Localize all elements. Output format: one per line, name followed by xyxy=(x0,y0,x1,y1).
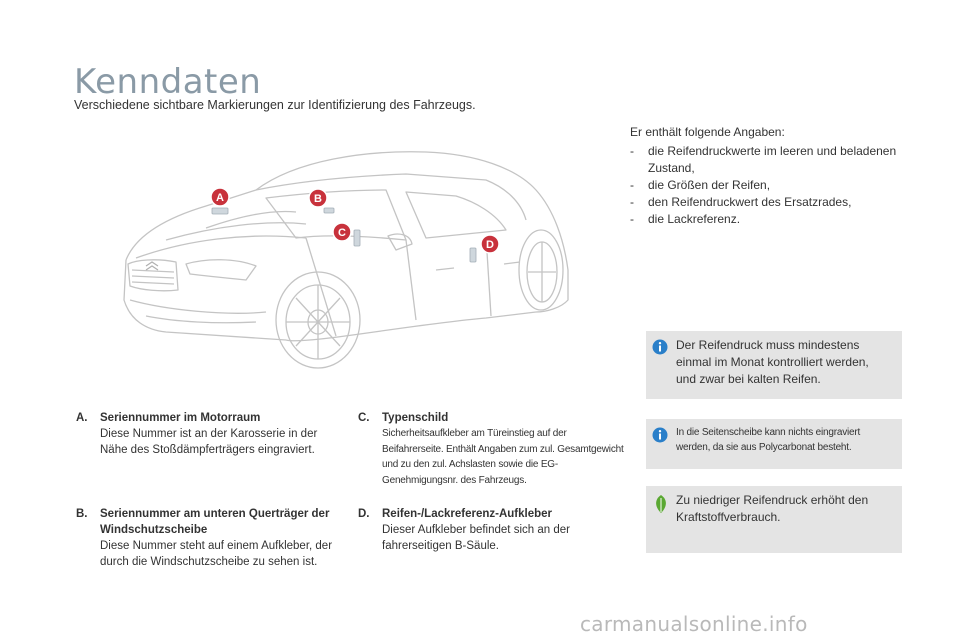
watermark: carmanualsonline.info xyxy=(580,612,808,636)
item-title: Seriennummer am unteren Querträger der W… xyxy=(100,508,330,536)
item-text: Sicherheitsaufkleber am Türeinstieg auf … xyxy=(382,428,624,486)
marker-badge-b: B xyxy=(308,188,328,208)
item-a: A. Seriennummer im Motorraum Diese Numme… xyxy=(76,410,346,458)
item-c: C. Typenschild Sicherheitsaufkleber am T… xyxy=(358,410,628,488)
note-tire-pressure: Der Reifendruck muss mindestens einmal i… xyxy=(646,331,902,399)
svg-text:D: D xyxy=(486,239,494,251)
svg-text:B: B xyxy=(314,193,322,205)
note-text: In die Seitenscheibe kann nichts eingrav… xyxy=(676,427,861,453)
item-text: Diese Nummer ist an der Karosserie in de… xyxy=(100,428,318,456)
marker-badge-a: A xyxy=(210,187,230,207)
marker-b-plate xyxy=(323,207,335,214)
item-letter: D. xyxy=(358,508,370,520)
marker-d-plate xyxy=(469,247,477,263)
eco-leaf-icon xyxy=(656,495,666,513)
item-b: B. Seriennummer am unteren Querträger de… xyxy=(76,506,346,570)
marker-a-plate xyxy=(211,207,229,215)
marker-badge-c: C xyxy=(332,222,352,242)
note-text: Der Reifendruck muss mindestens einmal i… xyxy=(676,338,869,386)
list-item: die Lackreferenz. xyxy=(630,211,900,228)
list-item: den Reifendruckwert des Ersatzrades, xyxy=(630,194,900,211)
item-letter: B. xyxy=(76,508,88,520)
note-text: Zu niedriger Reifendruck erhöht den Kraf… xyxy=(676,493,869,524)
item-title: Reifen-/Lackreferenz-Aufkleber xyxy=(382,508,552,520)
item-text: Diese Nummer steht auf einem Aufkleber, … xyxy=(100,540,333,568)
info-icon xyxy=(652,339,668,355)
car-illustration: A B C D xyxy=(123,151,569,369)
page-subtitle: Verschiedene sichtbare Markierungen zur … xyxy=(74,98,476,112)
item-letter: C. xyxy=(358,412,370,424)
info-icon xyxy=(652,427,668,443)
svg-text:C: C xyxy=(338,227,346,239)
list-item: die Reifendruckwerte im leeren und belad… xyxy=(630,143,900,177)
note-side-window: In die Seitenscheibe kann nichts eingrav… xyxy=(646,419,902,469)
marker-c-plate xyxy=(353,229,361,247)
list-item: die Größen der Reifen, xyxy=(630,177,900,194)
item-title: Seriennummer im Motorraum xyxy=(100,412,261,424)
item-text: Dieser Aufkleber befindet sich an der fa… xyxy=(382,524,570,552)
item-title: Typenschild xyxy=(382,412,449,424)
note-fuel-consumption: Zu niedriger Reifendruck erhöht den Kraf… xyxy=(646,486,902,553)
item-letter: A. xyxy=(76,412,88,424)
svg-text:A: A xyxy=(216,192,224,204)
info-list: die Reifendruckwerte im leeren und belad… xyxy=(630,143,900,228)
marker-badge-d: D xyxy=(480,234,500,254)
item-d: D. Reifen-/Lackreferenz-Aufkleber Dieser… xyxy=(358,506,628,554)
info-section: Er enthält folgende Angaben: die Reifend… xyxy=(630,124,900,228)
page-title: Kenndaten xyxy=(74,62,262,102)
info-intro: Er enthält folgende Angaben: xyxy=(630,125,785,139)
